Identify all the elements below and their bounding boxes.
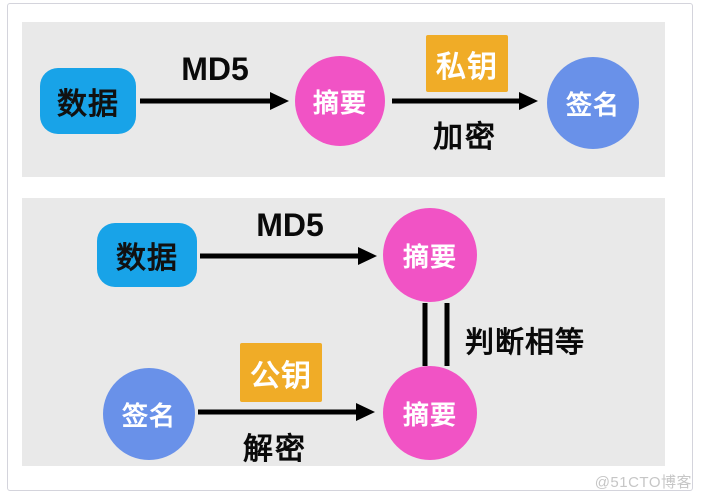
private-key-box: 私钥 — [426, 35, 508, 92]
node-data-top-label: 数据 — [57, 88, 119, 121]
md5-label-top: MD5 — [181, 51, 249, 87]
node-signature-bottom-label: 签名 — [121, 400, 176, 431]
node-signature-top-label: 签名 — [565, 89, 620, 120]
node-digest-verify-top-label: 摘要 — [402, 241, 457, 272]
node-data-bottom: 数据 — [97, 223, 197, 287]
decrypt-label: 解密 — [243, 433, 307, 466]
private-key-label: 私钥 — [436, 50, 498, 84]
node-signature-bottom: 签名 — [103, 368, 195, 460]
node-digest-top-label: 摘要 — [312, 87, 367, 118]
watermark: @51CTO博客 — [594, 474, 692, 491]
md5-label-bottom: MD5 — [256, 207, 324, 243]
node-digest-verify-top: 摘要 — [383, 208, 477, 302]
node-signature-top: 签名 — [547, 57, 639, 149]
node-digest-top: 摘要 — [295, 56, 385, 146]
encrypt-label: 加密 — [433, 121, 497, 154]
node-data-top: 数据 — [40, 68, 136, 134]
node-digest-verify-bottom: 摘要 — [383, 366, 477, 460]
node-data-bottom-label: 数据 — [116, 242, 178, 275]
compare-label: 判断相等 — [464, 327, 585, 359]
public-key-label: 公钥 — [250, 359, 312, 393]
node-digest-verify-bottom-label: 摘要 — [402, 399, 457, 430]
public-key-box: 公钥 — [240, 343, 322, 402]
